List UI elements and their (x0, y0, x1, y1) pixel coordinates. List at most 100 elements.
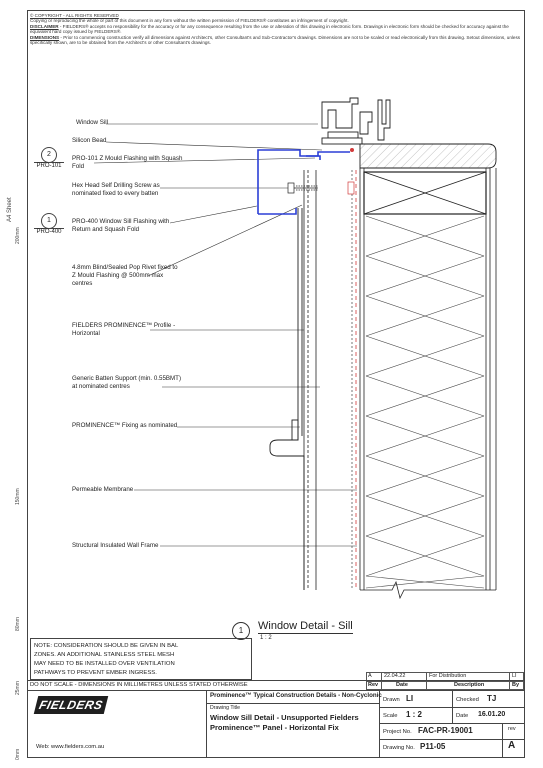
title-vline (379, 690, 380, 758)
rev-value-large: A (508, 740, 516, 751)
rev-header-date: Date (396, 682, 408, 688)
rev-description-value: For Distribution (429, 673, 467, 679)
checked-label: Checked (456, 697, 479, 703)
wall-frame (359, 168, 497, 590)
rev-label: rev (508, 726, 516, 732)
flashings (257, 149, 350, 215)
detail-scale: 1 : 2 (260, 635, 272, 641)
scale-value: 1 : 2 (406, 710, 423, 719)
callout-profile-line1: FIELDERS PROMINENCE™ Profile - (72, 322, 176, 329)
info-vline (502, 723, 503, 758)
drawing-no-value: P11-05 (420, 742, 446, 751)
drawn-label: Drawn (383, 697, 400, 703)
callout-rivet-line1: 4.8mm Blind/Sealed Pop Rivet fixed to (72, 264, 178, 271)
callout-profile-line2: Horizontal (72, 330, 100, 337)
drawing-title-label: Drawing Title (210, 705, 240, 711)
batten-and-membrane (303, 170, 357, 590)
title-hline (27, 690, 525, 691)
copyright-line: © COPYRIGHT - ALL RIGHTS RESERVED (30, 13, 119, 18)
timber-sill (359, 143, 497, 169)
rev-header-description: Description (454, 682, 485, 688)
callout-pro400-line1: PRO-400 Window Sill Flashing with (72, 218, 170, 225)
hex-screw (287, 181, 355, 195)
callout-pro101-line1: PRO-101 Z Mould Flashing with Squash (72, 155, 183, 162)
rev-header-rev: Rev (368, 682, 379, 688)
insulation-loop (365, 415, 485, 457)
rev-header-by: By (512, 682, 520, 688)
rev-header (366, 681, 524, 690)
callout-fixing: PROMINENCE™ Fixing as nominated (72, 422, 178, 429)
info-hline (379, 739, 525, 740)
rev-value: A (368, 673, 372, 679)
insulation-loop (365, 535, 485, 577)
info-vline (452, 690, 453, 723)
prominence-panel (269, 208, 305, 590)
note-line-4: PATHWAYS TO PREVENT EMBER INGRESS. (34, 670, 157, 676)
date-value: 16.01.20 (478, 711, 506, 718)
rev-by-value: LI (512, 673, 517, 679)
drawn-value: LI (406, 694, 414, 703)
callout-screw-line1: Hex Head Self Drilling Screw as (72, 182, 160, 189)
date-label: Date (456, 713, 469, 719)
leader-lines (93, 123, 357, 547)
note-line-2: ZONES. AN ADDITIONAL STAINLESS STEEL MES… (34, 652, 175, 658)
insulation-loop (365, 495, 485, 537)
insulation (365, 215, 485, 589)
title-vline (206, 690, 207, 758)
project-label: Project No. (383, 729, 412, 735)
callout-screw-line2: nominated fixed to every batten (72, 190, 159, 197)
callout-batten-line2: at nominated centres (72, 383, 130, 390)
ref-bubble-pro101: 2 PRO-101 (34, 147, 64, 175)
header-notes: © COPYRIGHT - ALL RIGHTS RESERVED Copyin… (30, 13, 522, 45)
do-not-scale: DO NOT SCALE - DIMENSIONS IN MILLIMETRES… (30, 682, 248, 688)
insulation-loop (365, 255, 485, 297)
insulation-loop (365, 295, 485, 337)
callout-window-sill: Window Sill (76, 119, 108, 126)
note-line-3: MAY NEED TO BE INSTALLED OVER VENTILATIO… (34, 661, 175, 667)
drawing-no-label: Drawing No. (383, 745, 415, 751)
bal-note: NOTE: CONSIDERATION SHOULD BE GIVEN IN B… (30, 638, 252, 680)
insulation-loop (365, 575, 485, 589)
callout-batten-line1: Generic Batten Support (min. 0.55BMT) (72, 375, 182, 382)
project-value: FAC-PR-19001 (418, 726, 473, 735)
callout-pro101-line2: Fold (72, 163, 85, 170)
detail-title: Window Detail - Sill (258, 620, 353, 634)
title-hline (206, 703, 379, 704)
detail-number-circle: 1 (232, 622, 250, 640)
callout-rivet-line2: Z Mould Flashing @ 500mm max (72, 272, 164, 279)
break-line (360, 580, 496, 600)
drawing-title-line2: Prominence™ Panel - Horizontal Fix (210, 723, 339, 732)
title-block (27, 680, 525, 758)
silicon-bead (350, 148, 354, 152)
copy-line: Copying or reproducing the whole or part… (30, 18, 349, 24)
callout-pro400-line2: Return and Squash Fold (72, 226, 140, 233)
rev-divider (426, 672, 427, 690)
website: Web: www.fielders.com.au (36, 744, 105, 750)
insulation-loop (365, 375, 485, 417)
disclaimer: DISCLAIMER - FIELDERS® accepts no respon… (30, 23, 509, 35)
rev-divider (509, 672, 510, 690)
callout-rivet-line3: centres (72, 280, 93, 287)
callout-membrane: Permeable Membrane (72, 486, 134, 493)
ref-bubble-pro400: 1 PRO-400 (34, 213, 64, 241)
logo-text: FIELDERS (37, 698, 105, 712)
series-title: Prominence™ Typical Construction Details… (210, 692, 382, 699)
ref-circle: 2 (41, 147, 57, 163)
window-sill-extrusion (321, 97, 391, 145)
callout-silicon-bead: Silicon Bead (72, 137, 107, 144)
note-line-1: NOTE: CONSIDERATION SHOULD BE GIVEN IN B… (34, 643, 179, 649)
insulation-loop (365, 455, 485, 497)
ref-code: PRO-400 (34, 228, 64, 235)
rev-divider (381, 672, 382, 690)
insulation-loop (365, 215, 485, 257)
fielders-logo: FIELDERS (33, 696, 109, 714)
callout-wall-frame: Structural Insulated Wall Frame (72, 542, 159, 549)
info-hline (379, 723, 525, 724)
drawing-title-line1: Window Sill Detail - Unsupported Fielder… (210, 713, 359, 722)
ref-circle: 1 (41, 213, 57, 229)
insulation-loop (365, 335, 485, 377)
rev-date-value: 22.04.22 (384, 673, 406, 679)
scale-label: Scale (383, 713, 398, 719)
dimensions-note: DIMENSIONS - Prior to commencing constru… (30, 34, 521, 46)
